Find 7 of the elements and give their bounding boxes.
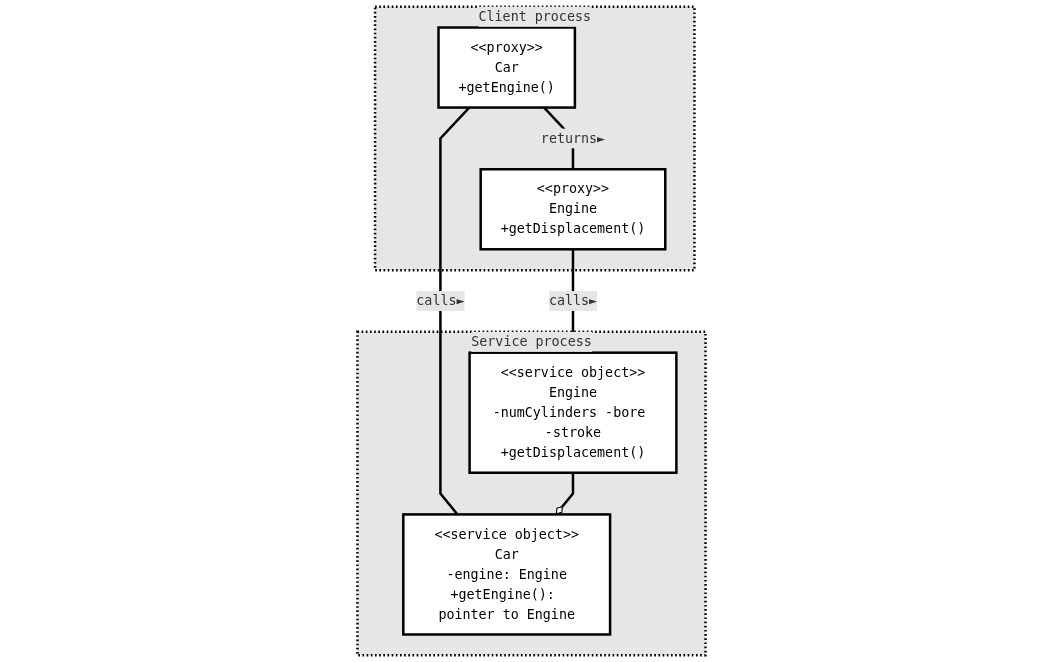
node-box: <<proxy>> Car +getEngine()	[437, 26, 577, 109]
node-box: <<service object>> Engine -numCylinders -bore -stroke +getDisplacement()	[468, 351, 678, 474]
edge-label: returns►	[540, 130, 606, 146]
edge-label: calls►	[416, 292, 465, 309]
node-box: <<service object>> Car -engine: Engine +getEngine(): pointer to Engine	[402, 513, 612, 636]
edge-label: calls►	[548, 292, 598, 309]
node-box: <<proxy>> Engine +getDisplacement()	[479, 168, 667, 251]
